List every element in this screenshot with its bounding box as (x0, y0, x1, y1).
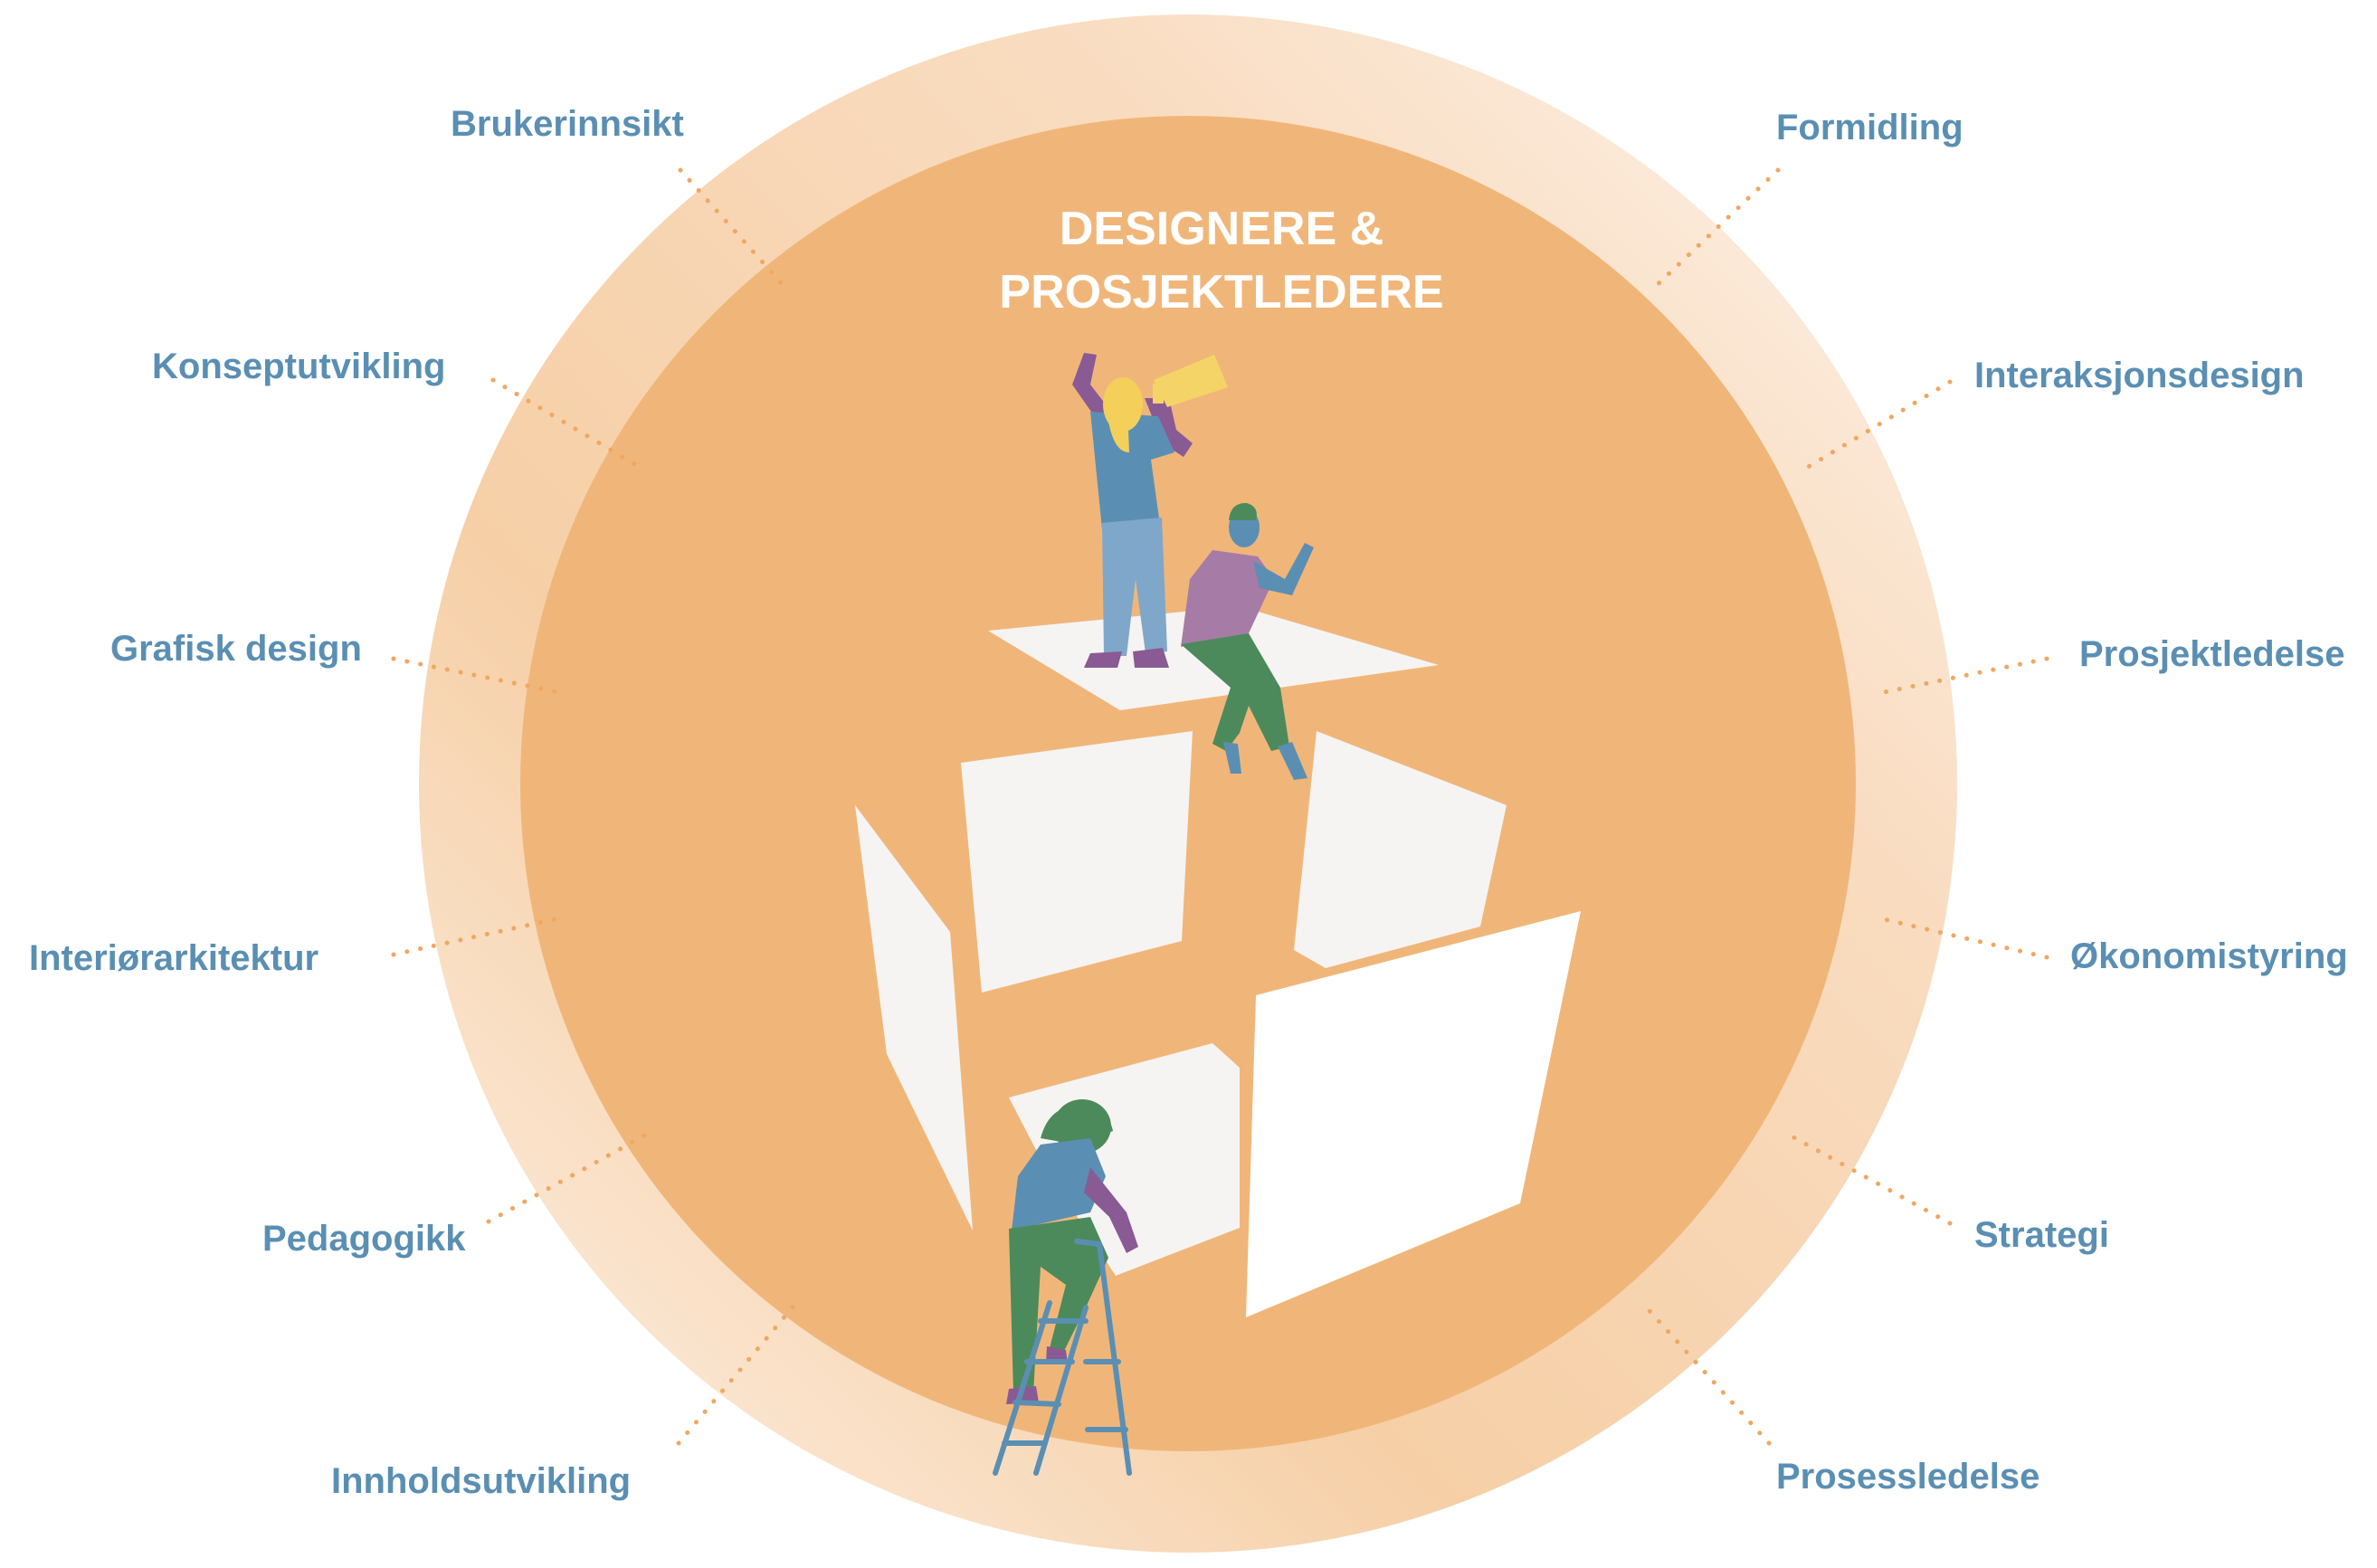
box-panel-upper-left (961, 731, 1193, 993)
skill-label-grafisk-design: Grafisk design (110, 629, 362, 669)
box-panel-lower-middle (1009, 1043, 1240, 1276)
diagram-title-line2: PROSJEKTLEDERE (999, 266, 1443, 318)
skill-label-interiorarkitektur: Interiørarkitektur (29, 938, 319, 978)
skill-label-pedagogikk: Pedagogikk (262, 1219, 466, 1259)
skill-label-brukerinnsikt: Brukerinnsikt (451, 104, 684, 144)
box-panel-lower-right (1246, 911, 1581, 1317)
person-with-megaphone (1072, 353, 1193, 668)
box-panel-left-side (855, 805, 973, 1231)
skill-label-innholdsutvikling: Innholdsutvikling (331, 1461, 631, 1501)
box-illustration (855, 606, 1581, 1317)
skill-label-formidling: Formidling (1776, 108, 1963, 147)
ladder-icon (993, 1239, 1132, 1476)
person-sitting (1181, 502, 1314, 780)
right-connectors (1640, 167, 2049, 1446)
skill-label-konseptutvikling: Konseptutvikling (152, 347, 445, 386)
megaphone-icon (1153, 355, 1228, 407)
box-panel-upper-right (1294, 731, 1507, 968)
skill-label-prosjektledelse: Prosjektledelse (2079, 634, 2345, 674)
diagram-title-line1: DESIGNERE & (1060, 203, 1383, 255)
skill-label-strategi: Strategi (1974, 1215, 2109, 1255)
skill-label-okonomistyring: Økonomistyring (2070, 936, 2348, 976)
left-connectors (391, 167, 799, 1446)
skill-label-prosessledelse: Prosessledelse (1776, 1457, 2039, 1497)
skill-label-interaksjonsdesign: Interaksjonsdesign (1974, 356, 2305, 395)
